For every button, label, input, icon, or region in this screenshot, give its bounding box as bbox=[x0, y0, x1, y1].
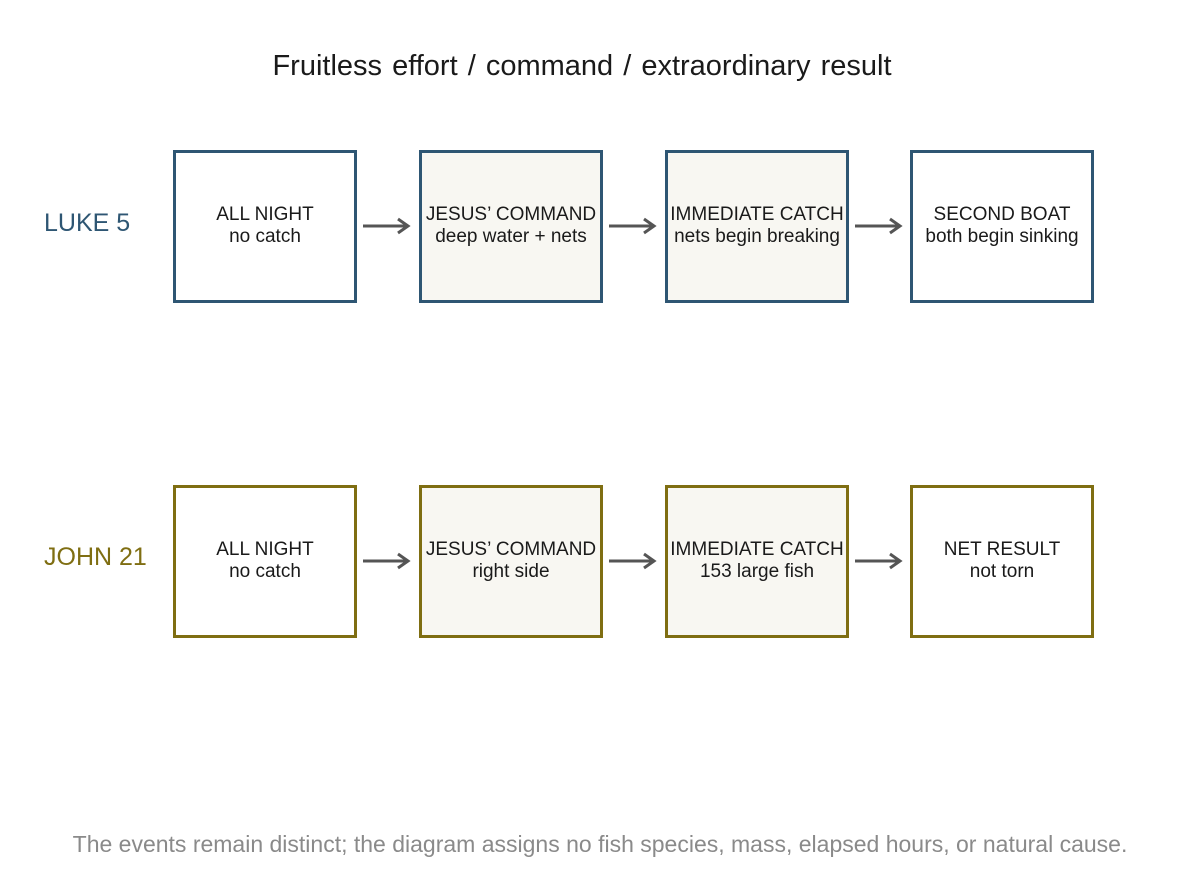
step-detail: 153 large fish bbox=[699, 560, 815, 582]
step-box-result: NET RESULT not torn bbox=[910, 485, 1094, 638]
arrow-right-icon bbox=[363, 552, 411, 570]
step-detail: both begin sinking bbox=[925, 225, 1079, 247]
step-detail: nets begin breaking bbox=[674, 225, 840, 247]
diagram-title: Fruitless effort / command / extraordina… bbox=[272, 50, 892, 82]
arrow-right-icon bbox=[363, 217, 411, 235]
step-box-result: SECOND BOAT both begin sinking bbox=[910, 150, 1094, 303]
step-heading: NET RESULT bbox=[943, 538, 1061, 560]
step-detail: deep water + nets bbox=[435, 225, 587, 247]
step-heading: JESUS’ COMMAND bbox=[425, 538, 597, 560]
step-detail: right side bbox=[472, 560, 550, 582]
step-heading: JESUS’ COMMAND bbox=[425, 203, 597, 225]
row-label: LUKE 5 bbox=[44, 209, 131, 237]
step-heading: ALL NIGHT bbox=[216, 203, 314, 225]
arrow-right-icon bbox=[609, 552, 657, 570]
row-label: JOHN 21 bbox=[44, 543, 147, 571]
footnote: The events remain distinct; the diagram … bbox=[72, 831, 1128, 857]
step-box-all-night: ALL NIGHT no catch bbox=[173, 150, 357, 303]
step-box-command: JESUS’ COMMAND right side bbox=[419, 485, 603, 638]
step-detail: no catch bbox=[229, 225, 301, 247]
step-box-catch: IMMEDIATE CATCH nets begin breaking bbox=[665, 150, 849, 303]
step-detail: no catch bbox=[229, 560, 301, 582]
arrow-right-icon bbox=[855, 552, 903, 570]
step-box-catch: IMMEDIATE CATCH 153 large fish bbox=[665, 485, 849, 638]
step-detail: not torn bbox=[969, 560, 1035, 582]
step-heading: ALL NIGHT bbox=[216, 538, 314, 560]
step-heading: IMMEDIATE CATCH bbox=[670, 538, 844, 560]
step-box-all-night: ALL NIGHT no catch bbox=[173, 485, 357, 638]
step-box-command: JESUS’ COMMAND deep water + nets bbox=[419, 150, 603, 303]
step-heading: IMMEDIATE CATCH bbox=[670, 203, 844, 225]
arrow-right-icon bbox=[609, 217, 657, 235]
arrow-right-icon bbox=[855, 217, 903, 235]
step-heading: SECOND BOAT bbox=[933, 203, 1071, 225]
